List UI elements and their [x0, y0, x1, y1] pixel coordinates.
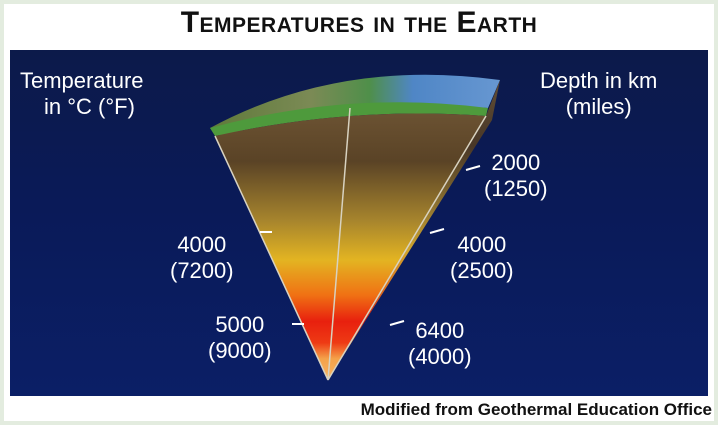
temperature-label-fahrenheit: (9000) — [208, 338, 272, 363]
depth-label-miles: (4000) — [408, 344, 472, 369]
tick-depth-4000 — [429, 228, 445, 234]
crust-edge — [210, 102, 488, 136]
depth-label-4000: 4000 (2500) — [450, 232, 514, 284]
depth-heading-line2: (miles) — [565, 94, 632, 119]
depth-label-km: 4000 — [457, 232, 507, 257]
temperature-label-value: 4000 — [177, 232, 227, 257]
depth-label-2000: 2000 (1250) — [484, 150, 548, 202]
depth-label-6400: 6400 (4000) — [408, 318, 472, 370]
diagram-panel: Temperature in °C (°F) Depth in km (mile… — [10, 50, 708, 396]
depth-label-miles: (2500) — [450, 258, 514, 283]
depth-label-km: 2000 — [491, 150, 541, 175]
wedge-edge-left — [214, 135, 329, 381]
temperature-label-fahrenheit: (7200) — [170, 258, 234, 283]
temperature-label-value: 5000 — [215, 312, 265, 337]
temperature-heading-line1: Temperature — [20, 68, 144, 93]
depth-heading-line1: Depth in km — [540, 68, 658, 93]
temperature-heading: Temperature in °C (°F) — [20, 68, 144, 120]
temperature-heading-line2: in °C (°F) — [44, 94, 135, 119]
wedge-edge-mid — [327, 107, 351, 381]
depth-heading: Depth in km (miles) — [540, 68, 657, 120]
front-face — [215, 113, 486, 380]
temperature-label-4000: 4000 (7200) — [170, 232, 234, 284]
source-credit: Modified from Geothermal Education Offic… — [360, 400, 712, 419]
wedge-edge-right — [327, 115, 487, 381]
depth-label-km: 6400 — [415, 318, 465, 343]
earth-wedge-svg — [210, 74, 500, 381]
figure-title: Temperatures in the Earth — [180, 6, 538, 39]
tick-depth-6400 — [389, 320, 405, 326]
temperature-label-5000: 5000 (9000) — [208, 312, 272, 364]
depth-label-miles: (1250) — [484, 176, 548, 201]
tick-depth-2000 — [465, 165, 481, 171]
